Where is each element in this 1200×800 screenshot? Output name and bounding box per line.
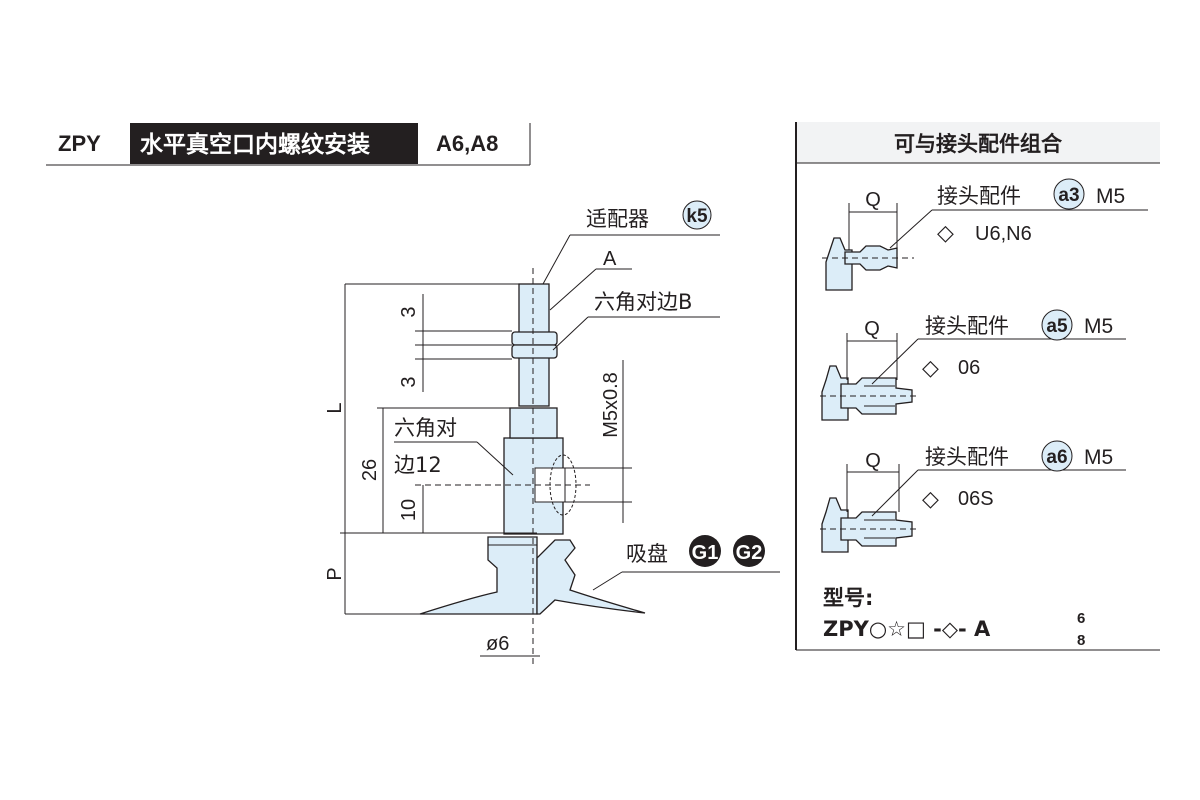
- suction-pad-drawing: 3 3 L 26 10 P M5x0.8 ø6 适配器 k5 A 六角对边B 六…: [324, 200, 780, 664]
- header-title: 水平真空口内螺纹安装: [140, 131, 370, 158]
- fitting-code: a6: [1046, 447, 1067, 468]
- hex-b-label: 六角对边B: [594, 290, 692, 314]
- model-variant-6: 6: [1077, 610, 1085, 627]
- model-variant-8: 8: [1077, 632, 1085, 649]
- fitting-code: a3: [1058, 185, 1079, 206]
- fitting-q: Q: [864, 318, 880, 340]
- dim-p: P: [324, 567, 346, 580]
- fitting-a6: Q 接头配件 a6 M5 ◇ 06S: [820, 440, 1126, 553]
- diamond-icon: ◇: [922, 487, 939, 512]
- fitting-code: a5: [1046, 316, 1068, 337]
- cup-code-2: G2: [736, 542, 763, 564]
- fitting-a3: Q 接头配件 a3 M5 ◇ U6,N6: [822, 178, 1148, 291]
- hex-nut-lower: [511, 344, 558, 359]
- dim-3-bottom: 3: [398, 376, 420, 387]
- variants-label: A6,A8: [436, 131, 498, 156]
- header-strip: ZPY 水平真空口内螺纹安装 A6,A8: [46, 123, 531, 166]
- fitting-models: U6,N6: [975, 223, 1032, 245]
- fitting-q: Q: [865, 189, 881, 211]
- dim-10: 10: [398, 499, 420, 521]
- adapter-label: 适配器: [586, 207, 649, 231]
- dim-26: 26: [359, 459, 381, 481]
- fitting-q: Q: [865, 450, 881, 472]
- series-label: ZPY: [58, 131, 101, 156]
- model-label: 型号:: [823, 586, 873, 610]
- fitting-label: 接头配件: [937, 184, 1021, 208]
- panel-title: 可与接头配件组合: [894, 132, 1063, 156]
- cup-code-1: G1: [692, 542, 719, 564]
- diameter-label: ø6: [486, 633, 509, 655]
- cup-code-badge-1: [689, 535, 721, 567]
- fitting-thread: M5: [1084, 315, 1113, 338]
- dim-l: L: [324, 402, 346, 413]
- thread-spec: M5x0.8: [600, 372, 622, 438]
- diamond-icon: ◇: [937, 221, 954, 246]
- fitting-a5: Q 接头配件 a5 M5 ◇ 06: [820, 309, 1126, 421]
- fitting-panel: 可与接头配件组合 Q 接头配件 a3 M5 ◇ U6,N6: [795, 122, 1160, 651]
- fitting-models: 06: [958, 357, 980, 379]
- cup-left-half: [419, 536, 538, 615]
- model-code: ZPY○☆□ -◇- A: [823, 617, 991, 641]
- title-box: [130, 123, 418, 164]
- hex12-line1: 六角对: [394, 416, 457, 440]
- label-a: A: [603, 248, 617, 270]
- fitting-models: 06S: [958, 488, 994, 510]
- port-ellipse: [549, 454, 577, 516]
- adapter-code-badge: [682, 200, 712, 230]
- cup-code-badge-2: [733, 535, 765, 567]
- hex-nut-upper: [511, 331, 558, 346]
- fitting-thread: M5: [1096, 185, 1125, 208]
- adapter-code: k5: [686, 206, 708, 227]
- diamond-icon: ◇: [922, 356, 939, 381]
- dim-3-top: 3: [398, 306, 420, 317]
- cup-section-half: [536, 539, 646, 615]
- fitting-label: 接头配件: [925, 314, 1009, 338]
- fitting-thread: M5: [1084, 446, 1113, 469]
- fitting-label: 接头配件: [925, 445, 1009, 469]
- hex12-line2: 边12: [394, 453, 442, 477]
- cup-label: 吸盘: [626, 542, 668, 566]
